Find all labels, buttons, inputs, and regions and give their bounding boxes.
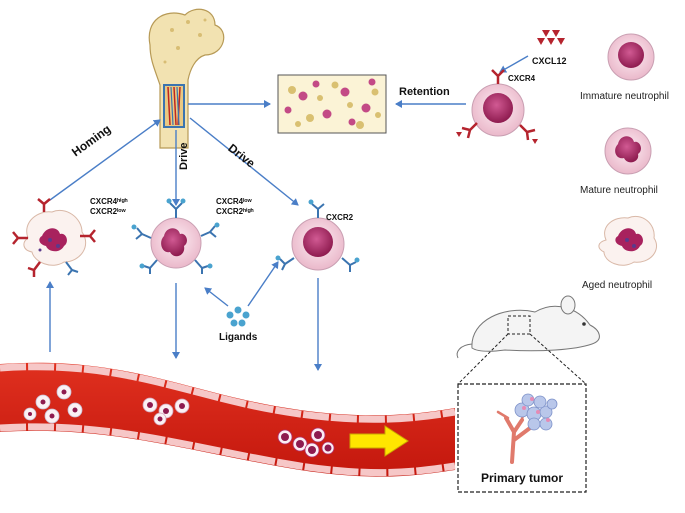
legend-mature-label: Mature neutrophil (580, 185, 658, 196)
arrows (46, 55, 529, 371)
ligands-cluster (226, 306, 250, 327)
legend-immature-label: Immature neutrophil (580, 91, 669, 102)
mature-neutrophil-cell (131, 198, 220, 274)
legend-mature-icon (604, 127, 652, 175)
legend-aged-icon (598, 216, 657, 266)
cxcr4-label: CXCR4 (508, 74, 536, 83)
blood-vessel (0, 362, 456, 477)
homing-cell-receptor-line1: CXCR4ʰⁱᵍʰ (90, 197, 128, 206)
legend-aged-label: Aged neutrophil (582, 280, 653, 291)
mature-cell-receptor-line2: CXCR2ʰⁱᵍʰ (216, 207, 254, 216)
bone-icon (148, 8, 225, 149)
cxcl12-label: CXCL12 (532, 56, 567, 66)
homing-aged-cell (12, 198, 96, 277)
cxcr2-label: CXCR2 (326, 213, 354, 222)
primary-tumor-label: Primary tumor (481, 471, 564, 485)
mouse-icon (456, 295, 600, 359)
mature-cell-receptor-line1: CXCR4ˡᵒʷ (216, 197, 252, 206)
tumor-icon (496, 393, 558, 464)
retention-immature-cell (456, 69, 538, 144)
primary-tumor-panel (457, 383, 587, 493)
immature-cxcr2-cell (275, 199, 360, 272)
flow-arrow-icon (349, 425, 409, 457)
bone-marrow-detail (277, 74, 387, 134)
zoom-lines (457, 333, 587, 385)
ligands-label: Ligands (219, 332, 258, 343)
cxcl12-ligands (537, 30, 565, 45)
legend-immature-icon (607, 33, 655, 81)
retention-label: Retention (399, 86, 450, 98)
drive-center-label: Drive (178, 142, 190, 170)
homing-cell-receptor-line2: CXCR2ˡᵒʷ (90, 207, 126, 216)
